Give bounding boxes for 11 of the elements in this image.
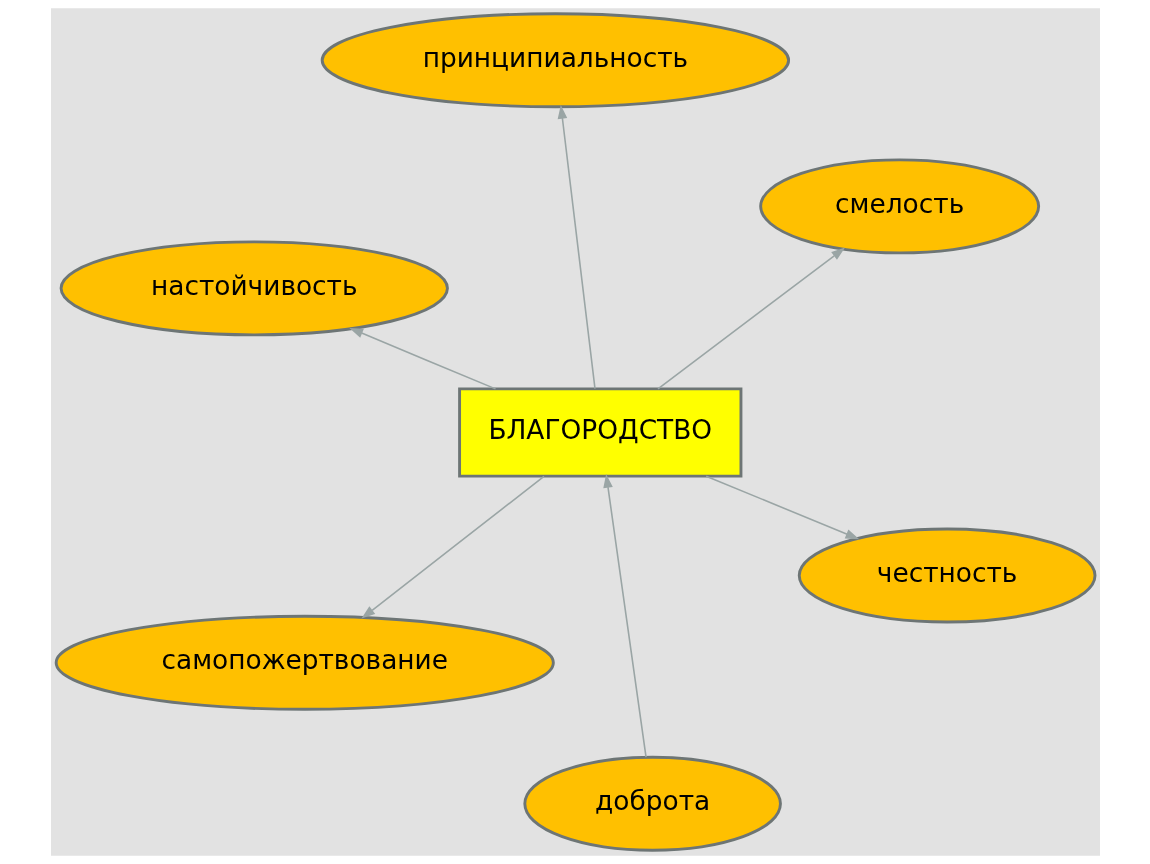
- node-box: БЛАГОРОДСТВО: [457, 387, 742, 478]
- arrow: [557, 104, 596, 390]
- node-ellipse: принципиальность: [320, 12, 790, 109]
- arrow: [348, 327, 496, 390]
- node-ellipse: смелость: [758, 158, 1040, 255]
- node-ellipse: доброта: [522, 755, 782, 852]
- arrow: [704, 475, 859, 540]
- arrow: [656, 247, 845, 390]
- arrow: [602, 474, 647, 758]
- node-ellipse: самопожертвование: [54, 614, 555, 711]
- arrow: [360, 475, 545, 619]
